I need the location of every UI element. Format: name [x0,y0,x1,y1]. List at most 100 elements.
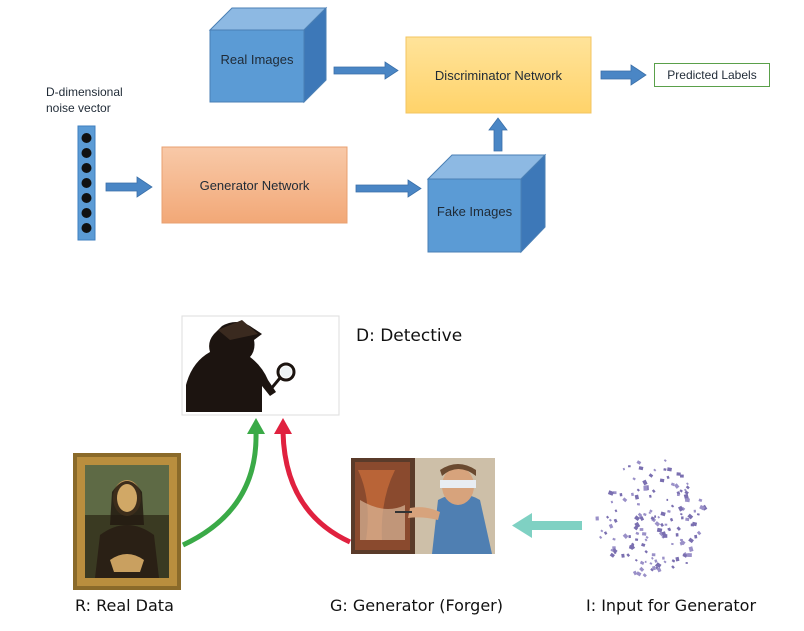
noise-particle [607,490,614,496]
generator-caption: G: Generator (Forger) [330,596,503,615]
noise-particle [666,475,670,480]
noise-particle [685,517,690,522]
noise-particle [639,560,645,565]
noise-particle [634,558,638,562]
noise-vector-label-line2: noise vector [46,101,111,115]
fake-images-cube [426,153,547,254]
noise-particle [656,567,662,573]
noise-particle [622,497,628,503]
detective-image [181,315,340,416]
noise-particle [608,518,612,522]
noise-particle [675,556,680,562]
detective-caption: D: Detective [356,326,463,346]
noise-particle [632,477,636,481]
predicted-labels-box: Predicted Labels [654,63,770,87]
noise-particle [654,559,658,563]
noise-particle [687,513,694,520]
noise-particle [610,500,614,504]
noise-particle [676,472,681,476]
generator-box [161,146,348,224]
noise-particle [651,489,656,494]
arrow-real-to-discriminator [333,61,399,80]
noise-particle [613,518,618,523]
noise-particle [696,513,700,516]
discriminator-label: Discriminator Network [434,67,563,83]
input-noise-sphere [595,459,708,578]
noise-particle [613,550,617,555]
noise-particle [600,529,604,533]
noise-particle [645,535,649,539]
noise-particle [671,542,674,546]
noise-particle [643,485,648,491]
noise-particle [650,568,654,572]
noise-particle [606,515,610,519]
noise-particle [699,504,706,511]
noise-particle [613,491,617,495]
real-images-label: Real Images [220,51,294,67]
noise-particle [685,485,690,490]
noise-particle [688,546,694,552]
noise-particle [693,509,697,513]
noise-particle [648,473,654,478]
noise-particle [651,553,656,557]
noise-particle [671,565,675,569]
arrow-fake-to-discriminator [488,117,508,152]
noise-particle [660,511,666,517]
noise-particle [678,505,684,512]
arrow-real-to-detective [181,418,265,548]
noise-particle [642,479,648,486]
noise-particle [650,556,654,560]
noise-particle [595,516,599,521]
generator-label: Generator Network [199,177,310,193]
noise-particle [636,502,640,506]
arrow-input-to-generator [512,513,582,538]
noise-particle [641,543,646,547]
noise-particle [612,548,618,554]
noise-particle [670,504,675,508]
arrow-generator-to-fake [355,179,422,198]
noise-particle [676,493,680,497]
noise-particle [634,538,639,542]
noise-particle [608,523,614,529]
noise-particle [684,490,689,495]
noise-particle [683,493,689,500]
noise-particle [631,542,635,546]
noise-particle [644,560,647,563]
noise-particle [651,565,656,571]
noise-particle [688,537,694,544]
noise-particle [667,467,672,472]
noise-particle [609,552,615,558]
noise-vector-label: D-dimensional noise vector [46,84,123,116]
noise-particle [675,533,679,537]
noise-particle [654,515,657,518]
noise-particle [612,537,616,541]
forger-image [351,458,495,554]
noise-particle [633,525,639,531]
noise-particle [641,532,647,536]
noise-particle [634,515,640,522]
noise-particle [639,516,645,521]
noise-particle [643,512,647,517]
noise-particle [655,562,662,568]
noise-particle [628,545,634,550]
noise-particle [649,562,653,565]
noise-particle [666,498,669,501]
noise-particle [638,466,644,471]
noise-particle [644,550,648,554]
noise-vector-label-line1: D-dimensional [46,85,123,99]
noise-particle [684,497,690,503]
noise-particle [626,553,631,558]
noise-particle [698,498,703,503]
arrow-discriminator-to-labels [600,64,647,86]
noise-particle [619,493,623,497]
noise-particle [603,531,608,535]
noise-particle [639,566,645,572]
noise-particle [667,509,671,513]
noise-particle [663,468,667,471]
noise-particle [659,478,665,483]
noise-particle [636,488,640,492]
noise-particle [635,531,640,536]
noise-particle [679,489,683,493]
noise-particle [653,468,657,472]
noise-particle [670,482,675,487]
